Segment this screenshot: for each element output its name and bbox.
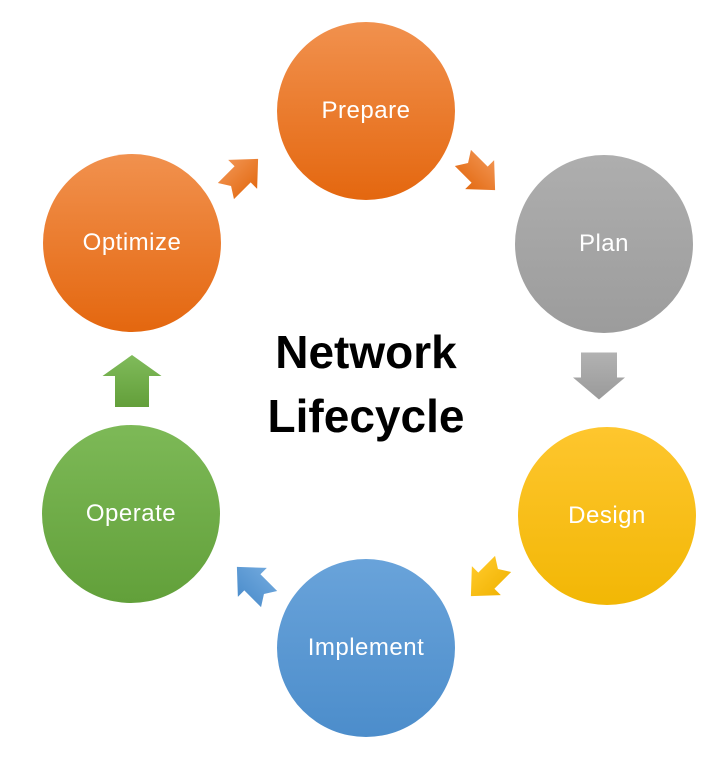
node-design-label: Design bbox=[568, 502, 646, 529]
node-implement-label: Implement bbox=[307, 634, 425, 661]
arrow-optimize-to-prepare-icon bbox=[217, 158, 259, 200]
arrow-implement-to-operate-icon bbox=[236, 566, 278, 608]
node-operate: Operate bbox=[42, 425, 220, 603]
diagram-title-line2: Lifecycle bbox=[267, 390, 465, 442]
diagram-title-line1: Network bbox=[275, 326, 457, 378]
node-optimize-label: Optimize bbox=[82, 229, 182, 256]
arrow-design-to-implement-icon bbox=[470, 555, 512, 597]
node-design: Design bbox=[518, 427, 696, 605]
node-prepare-label: Prepare bbox=[321, 97, 411, 124]
node-plan-label: Plan bbox=[578, 230, 630, 257]
diagram-title: Network Lifecycle bbox=[268, 320, 465, 448]
node-plan: Plan bbox=[515, 155, 693, 333]
node-prepare: Prepare bbox=[277, 22, 455, 200]
arrow-prepare-to-plan-icon bbox=[454, 149, 496, 191]
node-optimize: Optimize bbox=[43, 154, 221, 332]
arrow-operate-to-optimize-icon bbox=[102, 355, 162, 407]
arrow-plan-to-design-icon bbox=[573, 352, 625, 400]
node-operate-label: Operate bbox=[85, 500, 177, 527]
node-implement: Implement bbox=[277, 559, 455, 737]
